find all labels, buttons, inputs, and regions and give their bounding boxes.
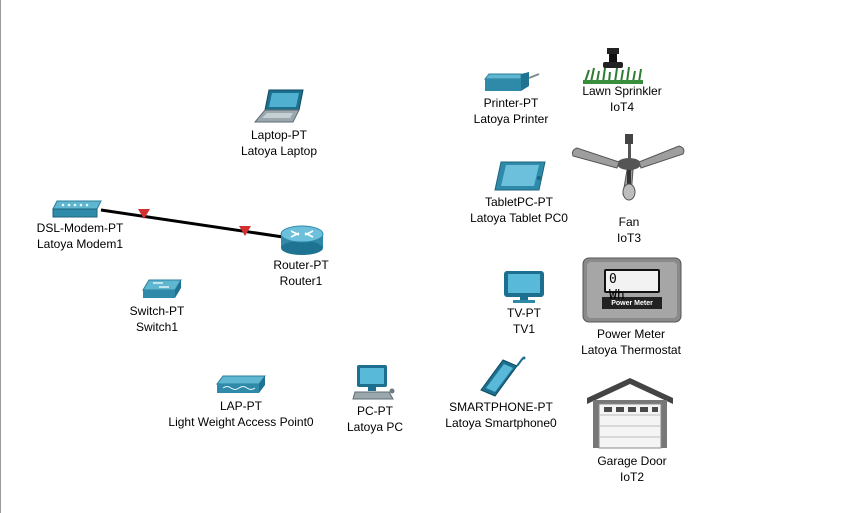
ceiling-fan-icon	[572, 134, 685, 201]
device-name-label: Latoya Smartphone0	[445, 416, 557, 430]
modem-router-cable[interactable]	[100, 208, 284, 239]
power-meter-icon	[582, 257, 682, 323]
device-type-label: Fan	[618, 215, 640, 229]
garage-door-icon	[587, 378, 673, 449]
laptop-icon	[253, 89, 304, 123]
link-status-down-icon	[138, 209, 150, 219]
router-icon	[280, 225, 324, 255]
device-name-label: Router1	[279, 274, 323, 288]
device-name-label: Latoya Modem1	[36, 237, 124, 251]
device-type-label: Garage Door	[597, 454, 667, 468]
device-type-label: Router-PT	[273, 258, 329, 272]
device-name-label: Latoya Thermostat	[581, 343, 681, 357]
tablet-icon	[494, 161, 546, 191]
device-type-label: Lawn Sprinkler	[582, 84, 662, 98]
access-point-icon	[216, 375, 266, 393]
pc-icon	[352, 365, 395, 400]
device-type-label: DSL-Modem-PT	[36, 221, 124, 235]
device-type-label: TabletPC-PT	[484, 195, 554, 209]
device-name-label: Latoya Printer	[473, 112, 549, 126]
device-name-label: TV1	[512, 322, 536, 336]
device-type-label: Power Meter	[596, 327, 666, 341]
device-type-label: Switch-PT	[129, 304, 185, 318]
device-type-label: Printer-PT	[483, 96, 539, 110]
device-type-label: Laptop-PT	[250, 128, 308, 142]
device-name-label: Latoya Laptop	[240, 144, 318, 158]
tv-icon	[504, 271, 544, 303]
device-name-label: IoT2	[619, 470, 644, 484]
switch-icon	[142, 279, 182, 298]
device-name-label: Light Weight Access Point0	[168, 415, 314, 429]
device-type-label: PC-PT	[356, 404, 393, 418]
device-name-label: Switch1	[135, 320, 179, 334]
device-name-label: Latoya PC	[346, 420, 404, 434]
device-name-label: IoT3	[616, 231, 642, 245]
device-type-label: SMARTPHONE-PT	[449, 400, 553, 414]
power-meter-panel-label: Power Meter	[611, 300, 653, 307]
device-name-label: IoT4	[609, 100, 634, 114]
smartphone-icon	[480, 356, 526, 397]
dsl-modem-icon	[52, 200, 102, 218]
printer-icon	[483, 72, 540, 91]
lawn-sprinkler-icon	[583, 48, 643, 84]
device-type-label: LAP-PT	[219, 399, 263, 413]
device-name-label: Latoya Tablet PC0	[470, 211, 568, 225]
link-status-down-icon	[239, 226, 251, 236]
power-meter-readout: 0 Wh	[609, 272, 625, 303]
device-type-label: TV-PT	[506, 306, 542, 320]
